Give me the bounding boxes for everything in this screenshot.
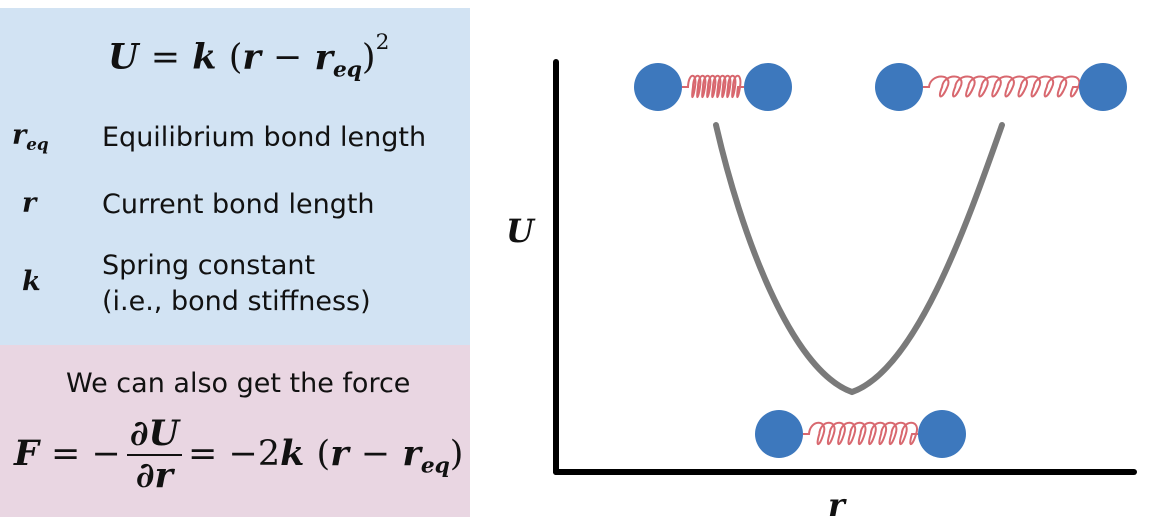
- feq-close-paren: ): [449, 433, 464, 474]
- eq-close-paren: ): [361, 37, 376, 78]
- equilibrium-spring: [803, 421, 919, 446]
- symbol-k: k: [22, 266, 41, 297]
- symbol-req-sub: eq: [26, 133, 49, 154]
- force-note: We can also get the force: [66, 368, 411, 399]
- eq-req-sub: eq: [332, 57, 362, 83]
- eq-u: U: [108, 36, 139, 78]
- eq-req-base: r: [314, 36, 333, 78]
- feq-k: k: [280, 432, 305, 474]
- definition-equilibrium-bond-length: Equilibrium bond length: [102, 122, 427, 153]
- definition-bond-stiffness: (i.e., bond stiffness): [102, 286, 371, 317]
- eq-k: k: [192, 36, 217, 78]
- force-panel: [0, 345, 470, 517]
- symbol-req: req: [12, 120, 49, 154]
- energy-equation: U = k (r − req)2: [108, 30, 389, 82]
- x-axis-label: r: [828, 486, 847, 520]
- feq-equals-minus: = −: [51, 433, 121, 474]
- eq-power: 2: [375, 30, 390, 55]
- feq-numerator: ∂U: [126, 413, 183, 457]
- feq-r: r: [330, 432, 349, 474]
- compressed-spring: [682, 74, 744, 99]
- feq-req-sub: eq: [420, 453, 450, 479]
- eq-req: req: [314, 36, 362, 83]
- feq-denominator: ∂r: [135, 455, 173, 497]
- feq-open-paren: (: [316, 433, 331, 474]
- feq-f: F: [14, 432, 39, 474]
- atom-equilibrium-right: [918, 410, 966, 458]
- symbol-r: r: [22, 188, 37, 219]
- atom-compressed-right: [744, 63, 792, 111]
- atom-stretched-left: [875, 63, 923, 111]
- feq-req-base: r: [402, 432, 421, 474]
- y-axis-label: U: [506, 212, 536, 250]
- eq-r: r: [242, 36, 261, 78]
- feq-equals-minus-two: = −2: [188, 433, 281, 474]
- eq-minus: −: [272, 37, 303, 78]
- stretched-spring: [923, 75, 1081, 98]
- feq-req: req: [402, 432, 449, 479]
- force-equation: F = −∂U∂r= −2k (r − req): [14, 413, 464, 497]
- atom-compressed-left: [634, 63, 682, 111]
- feq-minus: −: [360, 433, 391, 474]
- eq-open-paren: (: [228, 37, 243, 78]
- atom-equilibrium-left: [755, 410, 803, 458]
- definition-current-bond-length: Current bond length: [102, 189, 375, 220]
- feq-fraction: ∂U∂r: [126, 413, 183, 497]
- atom-stretched-right: [1079, 63, 1127, 111]
- definitions-panel: [0, 8, 470, 345]
- potential-well-curve: [713, 122, 1005, 396]
- symbol-req-base: r: [12, 120, 27, 151]
- definition-spring-constant: Spring constant: [102, 250, 316, 281]
- eq-equals: =: [150, 37, 181, 78]
